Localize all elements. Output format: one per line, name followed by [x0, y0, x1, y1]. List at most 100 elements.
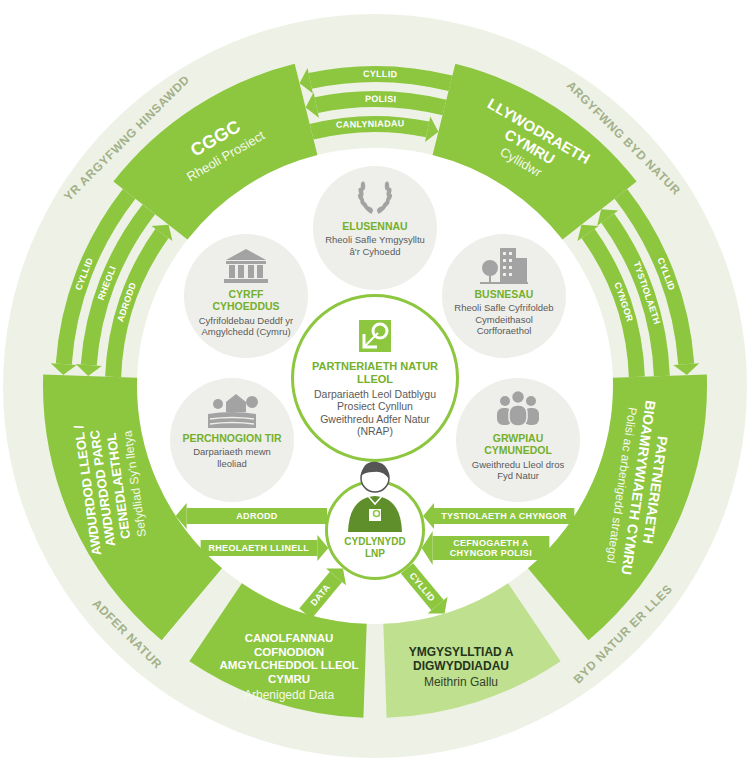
text-group: CGGCRheoli Prosiect	[154, 98, 286, 196]
flow-arrow	[305, 568, 346, 613]
text-group: PARTNERIAETH NATUR LLEOLDarpariaeth Leol…	[309, 360, 441, 437]
node-subtitle: Arbenigedd Data	[209, 688, 369, 702]
flow-arrow	[422, 531, 550, 565]
text-group: CYDLYNYDD LNP	[337, 536, 413, 560]
icon-part	[364, 333, 378, 347]
stakeholder-circle: ELUSENNAURheoli Safle Ymgysylltu â'r Cyh…	[313, 166, 437, 290]
icon-part	[368, 496, 382, 504]
circle-shape	[293, 296, 458, 461]
node-subtitle: Meithrin Gallu	[381, 675, 541, 689]
ring-segment: AWDURDOD LLEOL / AWDURDOD PARC CENEDLAET…	[43, 374, 223, 641]
flow-arrow	[300, 68, 451, 93]
icon-part	[497, 408, 512, 425]
node-subtitle: Gweithredu Lleol dros Fyd Natur	[468, 459, 568, 481]
arrow-head	[422, 531, 433, 565]
arrow-head	[597, 209, 618, 225]
edge-label: TYSTIOLAETH A CHYNGOR	[438, 511, 570, 521]
icon-part	[509, 259, 512, 262]
arrow-head	[151, 225, 172, 241]
flow-arrow	[312, 117, 439, 142]
node-title: GRWPIAU CYMUNEDOL	[468, 432, 568, 457]
arrow-band	[621, 194, 686, 364]
wreath-icon	[357, 182, 393, 214]
node-subtitle: Darpariaeth mewn lleoliad	[182, 446, 282, 468]
edge-label: ADRODD	[233, 511, 280, 521]
flow-arrow	[423, 503, 574, 529]
icon-part	[238, 265, 244, 278]
text-group: CYRFF CYHOEDDUSCyfrifoldebau Deddf yr Am…	[196, 288, 296, 337]
icon-part	[376, 205, 386, 213]
icon-part	[500, 396, 510, 406]
ring-segment-shape	[528, 374, 707, 640]
icon-part	[503, 259, 506, 262]
icon-part	[210, 418, 254, 420]
icon-part	[248, 265, 254, 278]
icon-part	[348, 496, 402, 532]
farm-icon	[208, 394, 258, 428]
icon-part	[509, 266, 512, 269]
ring-segment-shape	[433, 64, 637, 240]
flow-arrow	[113, 225, 172, 377]
person-icon	[348, 462, 402, 532]
icon-part	[362, 184, 372, 213]
icon-part	[257, 265, 263, 278]
ring-segment: LLYWODRAETH CYMRUCyllidwr	[432, 63, 637, 240]
circle-outline	[325, 480, 425, 580]
icon-part	[526, 396, 536, 406]
icon-part	[246, 396, 258, 408]
icon-part	[503, 266, 506, 269]
edge-label: CANLYNIADAU	[332, 118, 407, 130]
icon-part	[357, 193, 365, 203]
icon-part	[208, 412, 256, 428]
arrow-band	[187, 508, 327, 524]
arrow-head	[673, 363, 699, 375]
arrow-head	[425, 117, 438, 142]
icon-part	[516, 258, 527, 282]
icon-part	[500, 248, 516, 282]
node-subtitle: Rheoli Safle Cyfrifoldeb Cymdeithasol Co…	[454, 302, 554, 336]
text-group: PERCHNOGION TIRDarpariaeth mewn lleoliad	[182, 432, 282, 469]
node-title: BUSNESAU	[454, 288, 554, 300]
ring-segment: PARTNERIAETH BIOAMRYWIAETH CYMRUPolisi a…	[527, 374, 707, 641]
icon-part	[229, 265, 235, 278]
text-group: GRWPIAU CYMUNEDOLGweithredu Lleol dros F…	[468, 432, 568, 481]
city-icon	[480, 248, 528, 284]
arrow-head	[76, 364, 102, 376]
outer-ring	[3, 14, 747, 758]
stakeholder-circle: CYRFF CYHOEDDUSCyfrifoldebau Deddf yr Am…	[184, 234, 308, 358]
node-title: YMGYSYLLTIAD A DIGWYDDIADAU	[381, 645, 541, 673]
edge-label: CYLLID	[360, 69, 400, 80]
icon-part	[385, 193, 393, 203]
edge-label: RHEOLAETH LLINELL	[205, 543, 312, 553]
flow-arrow	[201, 535, 329, 561]
ring-segment: CANOLFANNAU COFNODION AMGYLCHEDDOL LLEOL…	[189, 583, 367, 718]
icon-part	[361, 462, 389, 479]
icon-part	[213, 399, 223, 409]
people-icon	[497, 391, 539, 427]
icon-part	[359, 320, 391, 352]
node-subtitle: Cyfrifoldebau Deddf yr Amgylchedd (Cymru…	[196, 315, 296, 337]
icon-part	[369, 509, 381, 521]
bank-icon	[224, 249, 268, 283]
node-subtitle: Rheoli Safle Ymgysylltu â'r Cyhoedd	[325, 234, 425, 256]
icon-part	[385, 182, 389, 191]
node-title: CYDLYNYDD LNP	[337, 536, 413, 560]
icon-part	[509, 273, 512, 276]
text-group: CANOLFANNAU COFNODION AMGYLCHEDDOL LLEOL…	[209, 632, 369, 702]
arrow-band	[305, 577, 336, 614]
inner-disc	[137, 148, 613, 624]
icon-part	[364, 205, 374, 213]
arrow-head	[176, 503, 187, 529]
icon-part	[509, 252, 512, 255]
partnership-lobe: PARTNERIAETH NATUR LLEOLDarpariaeth Leol…	[291, 294, 459, 462]
flow-arrow	[621, 194, 699, 375]
